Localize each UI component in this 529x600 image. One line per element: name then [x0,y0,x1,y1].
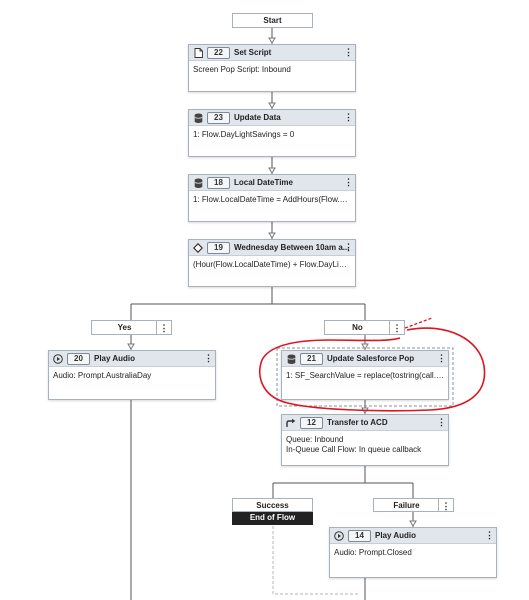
more-options-icon[interactable]: ⋮ [437,353,446,363]
branch-label: Success [256,501,289,510]
node-title: Wednesday Between 10am a... [234,243,350,252]
more-options-icon[interactable]: ⋮ [204,353,213,363]
more-options-icon[interactable]: ⋮ [344,47,353,57]
yes-branch-label[interactable]: Yes ⋮ [91,320,172,335]
start-node[interactable]: Start [232,13,313,28]
node-number: 22 [207,46,230,59]
node-title: Local DateTime [234,178,293,187]
node-header: 12 Transfer to ACD ⋮ [282,415,448,431]
play-audio-closed-node[interactable]: 14 Play Audio ⋮ Audio: Prompt.Closed [329,527,497,578]
decision-diamond-icon [193,242,203,253]
more-options-icon[interactable]: ⋮ [485,530,494,540]
more-options-icon[interactable]: ⋮ [156,321,171,334]
node-detail: 1: Flow.DayLightSavings = 0 [193,130,295,139]
node-number: 21 [300,352,323,365]
more-options-icon[interactable]: ⋮ [344,242,353,252]
node-title: Play Audio [375,531,417,540]
node-header: 18 Local DateTime ⋮ [189,175,355,191]
transfer-to-acd-node[interactable]: 12 Transfer to ACD ⋮ Queue: Inbound In-Q… [281,414,449,466]
node-number: 14 [348,529,371,542]
node-header: 23 Update Data ⋮ [189,110,355,126]
node-detail: Queue: Inbound [286,435,344,444]
database-icon [286,354,296,364]
decision-node[interactable]: 19 Wednesday Between 10am a... ⋮ (Hour(F… [188,239,356,287]
node-header: 20 Play Audio ⋮ [49,351,215,367]
more-options-icon[interactable]: ⋮ [389,321,404,334]
transfer-arrow-icon [286,418,296,428]
node-detail: Audio: Prompt.AustraliaDay [53,371,152,380]
more-options-icon[interactable]: ⋮ [344,112,353,122]
branch-label: Yes [117,323,132,332]
set-script-node[interactable]: 22 Set Script ⋮ Screen Pop Script: Inbou… [188,44,356,92]
branch-label: No [352,323,363,332]
node-number: 12 [300,416,323,429]
no-branch-label[interactable]: No ⋮ [324,320,405,335]
document-icon [193,47,203,58]
node-detail: 1: SF_SearchValue = replace(tostring(cal… [286,371,444,380]
update-data-node[interactable]: 23 Update Data ⋮ 1: Flow.DayLightSavings… [188,109,356,157]
node-detail: Audio: Prompt.Closed [334,548,412,557]
success-branch-label[interactable]: Success [232,498,313,512]
play-audio-node[interactable]: 20 Play Audio ⋮ Audio: Prompt.AustraliaD… [48,350,216,400]
node-title: Transfer to ACD [327,418,388,427]
end-of-flow-label: End of Flow [249,513,296,522]
node-title: Set Script [234,48,272,57]
start-label: Start [263,16,282,25]
annotation-circle [259,327,486,412]
node-number: 19 [207,241,230,254]
node-header: 22 Set Script ⋮ [189,45,355,61]
node-detail: In-Queue Call Flow: In queue callback [286,445,422,454]
node-title: Play Audio [94,354,136,363]
local-datetime-node[interactable]: 18 Local DateTime ⋮ 1: Flow.LocalDateTim… [188,174,356,222]
node-header: 21 Update Salesforce Pop ⋮ [282,351,448,367]
more-options-icon[interactable]: ⋮ [438,499,453,511]
node-header: 19 Wednesday Between 10am a... ⋮ [189,240,355,256]
play-icon [334,530,344,541]
node-title: Update Data [234,113,281,122]
database-icon [193,113,203,123]
branch-label: Failure [393,501,420,510]
update-salesforce-pop-node[interactable]: 21 Update Salesforce Pop ⋮ 1: SF_SearchV… [281,350,449,400]
database-icon [193,178,203,188]
node-number: 18 [207,176,230,189]
node-detail: 1: Flow.LocalDateTime = AddHours(Flow.S.… [193,195,351,204]
node-detail: (Hour(Flow.LocalDateTime) + Flow.DayLigh… [193,260,351,269]
node-number: 23 [207,111,230,124]
node-number: 20 [67,352,90,365]
node-detail: Screen Pop Script: Inbound [193,65,291,74]
node-title: Update Salesforce Pop [327,354,415,363]
end-of-flow-node[interactable]: End of Flow [232,512,313,525]
node-header: 14 Play Audio ⋮ [330,528,496,544]
more-options-icon[interactable]: ⋮ [344,177,353,187]
play-icon [53,353,63,364]
more-options-icon[interactable]: ⋮ [437,417,446,427]
failure-branch-label[interactable]: Failure ⋮ [373,498,454,512]
